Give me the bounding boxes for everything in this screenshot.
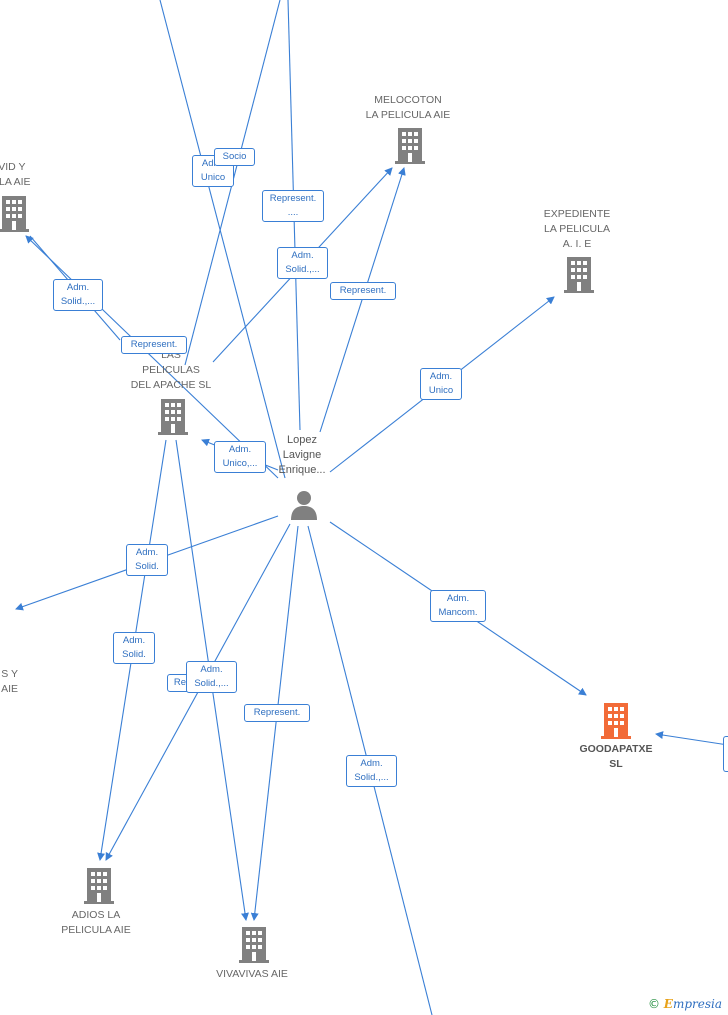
edge-label-adm-unico[interactable]: Adm. Unico,... (214, 441, 266, 473)
edge-label-adm-unico[interactable]: Adm. Unico (420, 368, 462, 400)
edge-label-represent[interactable]: Represent. (244, 704, 310, 722)
edge-label-represent[interactable]: Represent. (330, 282, 396, 300)
node-label-adios: ADIOS LA PELICULA AIE (61, 909, 131, 936)
edge-person-vivavivas (250, 525, 299, 921)
person-icon[interactable] (289, 489, 319, 521)
building-icon-focus[interactable] (601, 703, 631, 739)
node-label-left-bottom: S Y AIE (1, 668, 18, 695)
node-label-vivavivas: VIVAVIVAS AIE (216, 968, 288, 980)
edge-top-left (159, 0, 286, 479)
building-icon[interactable] (239, 927, 269, 963)
offscreen-edge-stub (723, 736, 728, 772)
edge-label-adm-unico[interactable]: Adm. Unico (192, 155, 234, 187)
edge-person-melocoton-2 (319, 167, 406, 433)
node-label-person: Lopez Lavigne Enrique... (278, 434, 326, 476)
node-label-melocoton: MELOCOTON LA PELICULA AIE (365, 94, 451, 121)
node-label-david: AVID Y YLA AIE (0, 161, 31, 188)
node-label-goodapatxe: GOODAPATXE SL (579, 743, 653, 770)
edge-label-adm-solid[interactable]: Adm. Solid.,... (346, 755, 397, 787)
edge-right-goodapatxe (655, 731, 728, 746)
edge-label-adm-solid[interactable]: Adm. Solid.,... (53, 279, 103, 311)
edge-label-represent[interactable]: Represent. (121, 336, 187, 354)
brand-logo: © Empresia (647, 997, 722, 1011)
building-icon[interactable] (84, 868, 114, 904)
edge-label-adm-solid[interactable]: Adm. Solid.,... (277, 247, 328, 279)
building-icon[interactable] (0, 196, 29, 232)
edge-label-represent[interactable]: Represent. .... (262, 190, 324, 222)
node-label-expediente: EXPEDIENTE LA PELICULA A. I. E (543, 208, 611, 250)
building-icon[interactable] (564, 257, 594, 293)
edge-person-david-1 (25, 235, 279, 479)
edge-label-adm-solid[interactable]: Adm. Solid. (126, 544, 168, 576)
node-label-apache: LAS PELICULAS DEL APACHE SL (130, 349, 212, 391)
building-icon[interactable] (395, 128, 425, 164)
edge-label-socio[interactable]: Socio (214, 148, 255, 166)
edge-label-adm-solid[interactable]: Adm. Solid. (113, 632, 155, 664)
edge-label-adm-solid[interactable]: Adm. Solid.,... (186, 661, 237, 693)
edge-label-adm-mancom[interactable]: Adm. Mancom. (430, 590, 486, 622)
building-icon[interactable] (158, 399, 188, 435)
